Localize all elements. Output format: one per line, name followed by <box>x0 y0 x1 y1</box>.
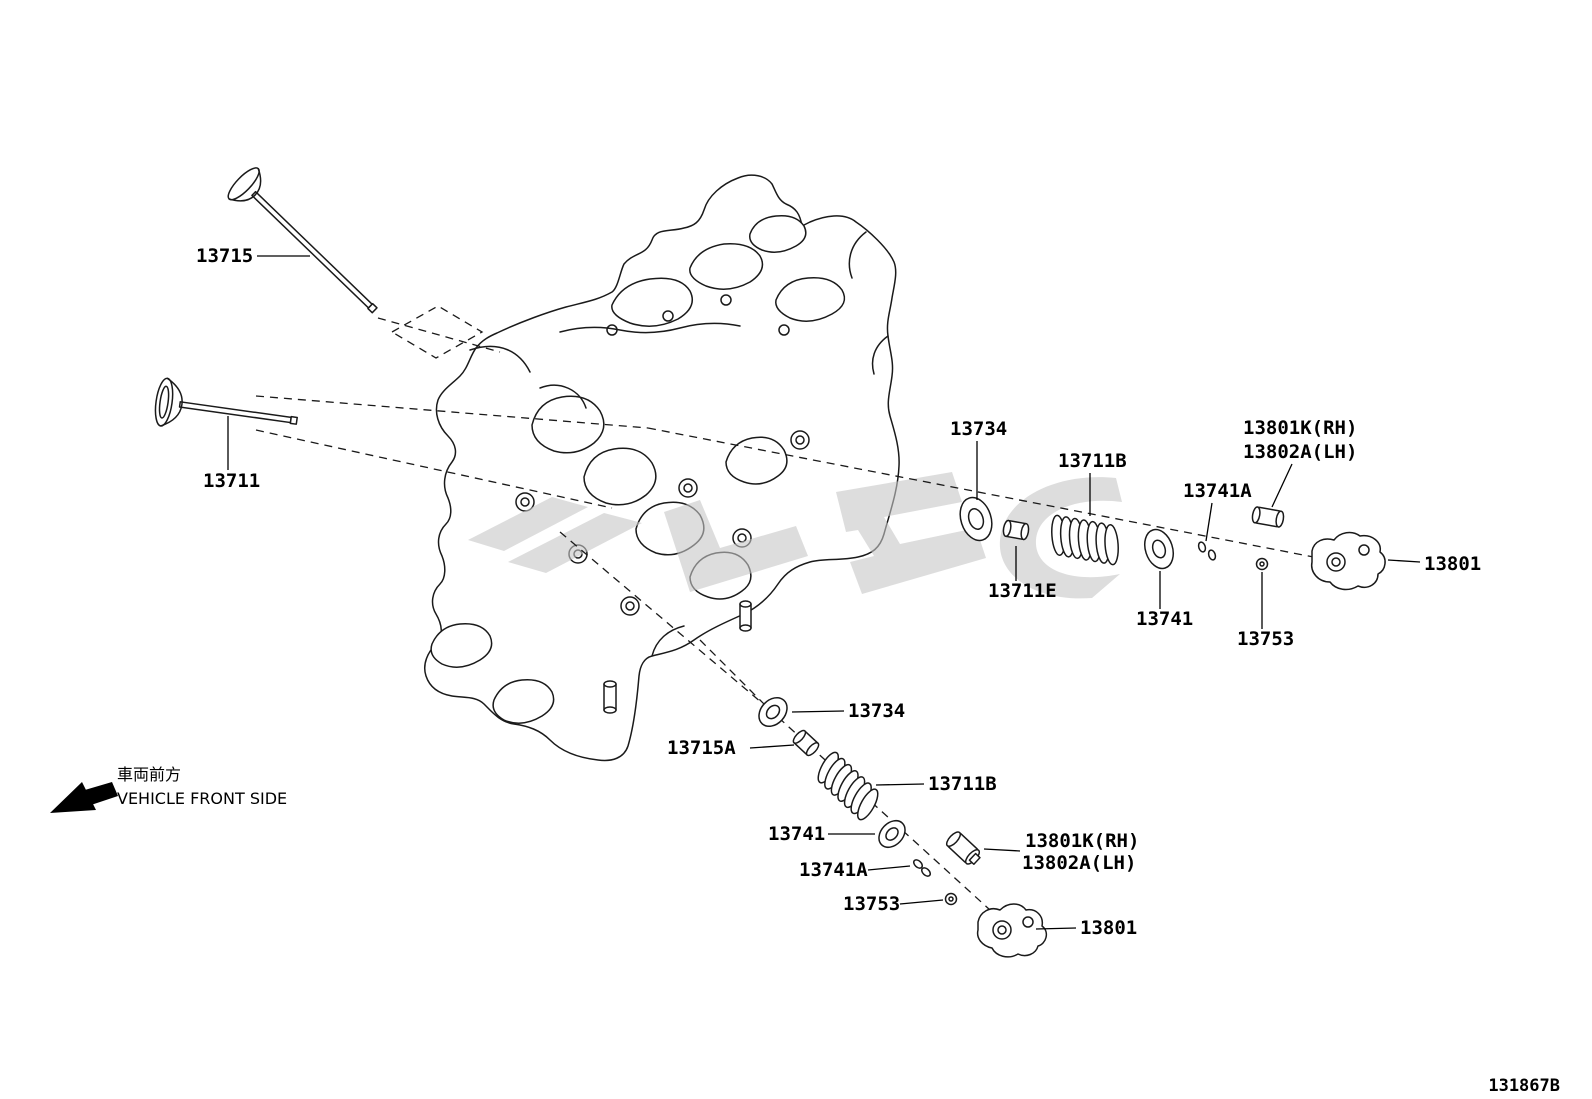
callout-13741-lower: 13741 <box>768 823 825 845</box>
watermark-glyph <box>508 513 642 573</box>
cylinder-head-drawing <box>424 174 900 762</box>
valve-keeper-13741A-upper <box>1197 541 1217 561</box>
head-chamber <box>583 447 657 506</box>
valve-stem-seal-13715A <box>792 729 820 757</box>
callout-13801-lower: 13801 <box>1080 917 1137 939</box>
callout-13741-upper: 13741 <box>1136 608 1193 630</box>
front-side-label-jp: 車両前方 <box>117 765 181 784</box>
valve-spring-seat-13734-upper <box>959 496 993 542</box>
watermark-glyph <box>836 472 986 594</box>
callout-13711B-upper: 13711B <box>1058 450 1127 472</box>
valve-spring-13711B-upper <box>1051 514 1119 566</box>
callout-13715A: 13715A <box>667 737 736 759</box>
callout-13741A-upper: 13741A <box>1183 480 1252 502</box>
head-stud <box>739 600 752 632</box>
valve-keeper-13741A-lower <box>912 859 932 877</box>
leader-lines <box>227 255 1421 930</box>
lash-adjuster-13801K-lower <box>945 831 981 865</box>
callout-13711B-lower: 13711B <box>928 773 997 795</box>
rocker-arm-13801-lower <box>976 903 1048 958</box>
head-port <box>689 243 764 290</box>
valve-spring-13711B-lower <box>817 751 879 821</box>
head-detail-line <box>539 384 587 409</box>
callout-13711E: 13711E <box>988 580 1057 602</box>
callout-13753-upper: 13753 <box>1237 628 1294 650</box>
pivot-13753-lower <box>944 892 958 906</box>
callout-13801K-upper: 13801K(RH) <box>1243 417 1357 439</box>
head-port <box>775 277 846 322</box>
callout-13734-upper: 13734 <box>950 418 1007 440</box>
watermark-glyph <box>664 500 808 592</box>
pivot-13753-upper <box>1255 557 1269 571</box>
rocker-arm-13801-upper <box>1310 531 1386 591</box>
head-boss <box>492 679 555 724</box>
valve-stem-seal-13711E <box>1002 519 1030 541</box>
callout-13715: 13715 <box>196 245 253 267</box>
head-chamber <box>725 436 788 485</box>
watermark-glyph <box>468 497 588 551</box>
cylinder-head-outline <box>424 174 900 762</box>
head-stud <box>603 680 617 714</box>
head-detail-line <box>871 335 889 375</box>
head-port <box>749 214 807 253</box>
valve-spring-seat-13734-lower <box>758 696 788 728</box>
callout-13753-lower: 13753 <box>843 893 900 915</box>
lash-adjuster-13801K-upper <box>1251 506 1285 528</box>
callout-13802A-upper: 13802A(LH) <box>1243 441 1357 463</box>
valve-13711 <box>154 377 298 427</box>
front-direction-arrow-icon <box>50 782 118 813</box>
callout-13711: 13711 <box>203 470 260 492</box>
head-detail-line <box>848 231 867 279</box>
watermark-glyph <box>999 477 1122 599</box>
vehicle-front-side: 車両前方 VEHICLE FRONT SIDE <box>50 765 287 813</box>
callout-13734-lower: 13734 <box>848 700 905 722</box>
callout-labels: 13715 13711 13734 13711B 13801K(RH) 1380… <box>196 245 1481 939</box>
head-detail-line <box>651 625 685 657</box>
head-boss <box>430 623 493 668</box>
callout-13741A-lower: 13741A <box>799 859 868 881</box>
diagram-code: 131867B <box>1488 1076 1560 1096</box>
callout-13801K-lower: 13801K(RH) <box>1025 830 1139 852</box>
spring-retainer-13741-upper <box>1144 528 1174 570</box>
front-side-label-en: VEHICLE FRONT SIDE <box>117 789 287 808</box>
callout-13802A-lower: 13802A(LH) <box>1022 852 1136 874</box>
head-detail-line <box>469 345 531 373</box>
construction-lines <box>255 305 1361 931</box>
head-detail-line <box>559 322 741 334</box>
spring-retainer-13741-lower <box>878 819 906 849</box>
callout-13801-upper: 13801 <box>1424 553 1481 575</box>
watermark-logo <box>468 472 1122 599</box>
valve-13715 <box>227 167 378 314</box>
head-chamber <box>531 395 605 454</box>
